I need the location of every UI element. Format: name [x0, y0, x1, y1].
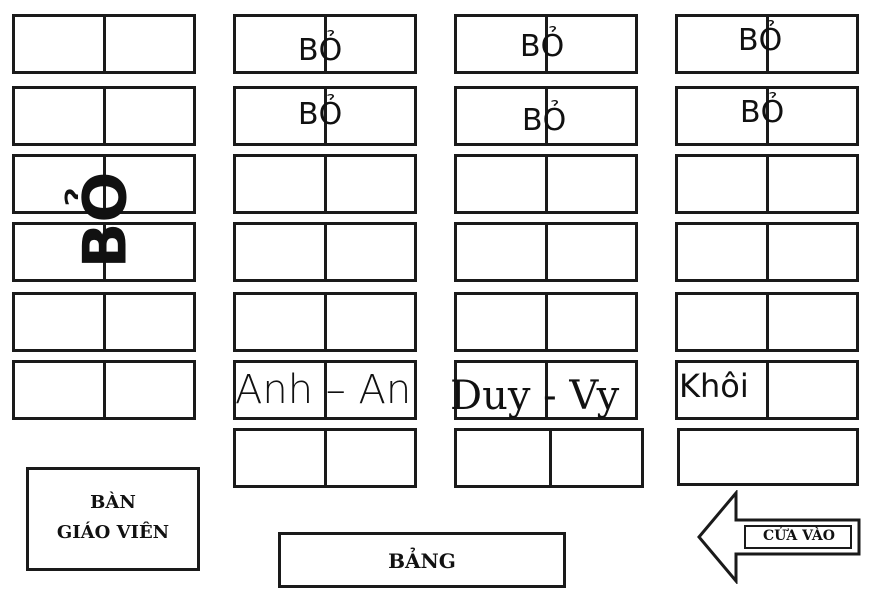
- desk-c2-r3: [233, 154, 417, 214]
- desk-c2-r2: [233, 86, 417, 146]
- board: BẢNG: [278, 532, 566, 588]
- desk-c1-r1: [12, 14, 196, 74]
- bo-vertical-label: BỎ: [70, 171, 141, 269]
- desk-c4-r5: [675, 292, 859, 352]
- door-label: CỬA VÀO: [763, 528, 835, 544]
- desk-c2-r1: [233, 14, 417, 74]
- desk-c1-r6: [12, 360, 196, 420]
- desk-c1-r3: [12, 154, 196, 214]
- desk-c4-r7: [677, 428, 859, 486]
- bo-label-c3-r1: BỎ: [520, 29, 565, 64]
- board-label: BẢNG: [388, 549, 456, 573]
- name-duy-vy: Duy - Vy: [450, 373, 620, 419]
- desk-c4-r2: [675, 86, 859, 146]
- desk-c4-r1: [675, 14, 859, 74]
- bo-label-c3-r2: BỎ: [522, 103, 567, 138]
- desk-c1-r4: [12, 222, 196, 282]
- desk-c4-r6: [675, 360, 859, 420]
- desk-c2-r7: [233, 428, 417, 488]
- desk-c3-r2: [454, 86, 638, 146]
- desk-c3-r1: [454, 14, 638, 74]
- desk-c3-r6: [454, 360, 638, 420]
- desk-c1-r5: [12, 292, 196, 352]
- desk-c4-r3: [675, 154, 859, 214]
- bo-label-c4-r2: BỎ: [740, 95, 785, 130]
- name-anh-an: Anh – An: [235, 367, 412, 413]
- teacher-desk-line2: GIÁO VIÊN: [56, 522, 170, 543]
- bo-label-c2-r1: BỎ: [298, 33, 343, 68]
- desk-c4-r4: [675, 222, 859, 282]
- entrance-arrow-icon: [697, 490, 861, 584]
- desk-c2-r6: [233, 360, 417, 420]
- desk-c2-r5: [233, 292, 417, 352]
- desk-c3-r4: [454, 222, 638, 282]
- desk-c3-r3: [454, 154, 638, 214]
- bo-label-c2-r2: BỎ: [298, 97, 343, 132]
- name-khoi: Khôi: [679, 367, 749, 405]
- desk-c3-r7: [454, 428, 644, 488]
- bo-label-c4-r1: BỎ: [738, 23, 783, 58]
- desk-c2-r4: [233, 222, 417, 282]
- teacher-desk-line1: BÀN: [90, 492, 136, 513]
- desk-c3-r5: [454, 292, 638, 352]
- desk-c1-r2: [12, 86, 196, 146]
- teacher-desk: BÀN GIÁO VIÊN: [26, 467, 200, 571]
